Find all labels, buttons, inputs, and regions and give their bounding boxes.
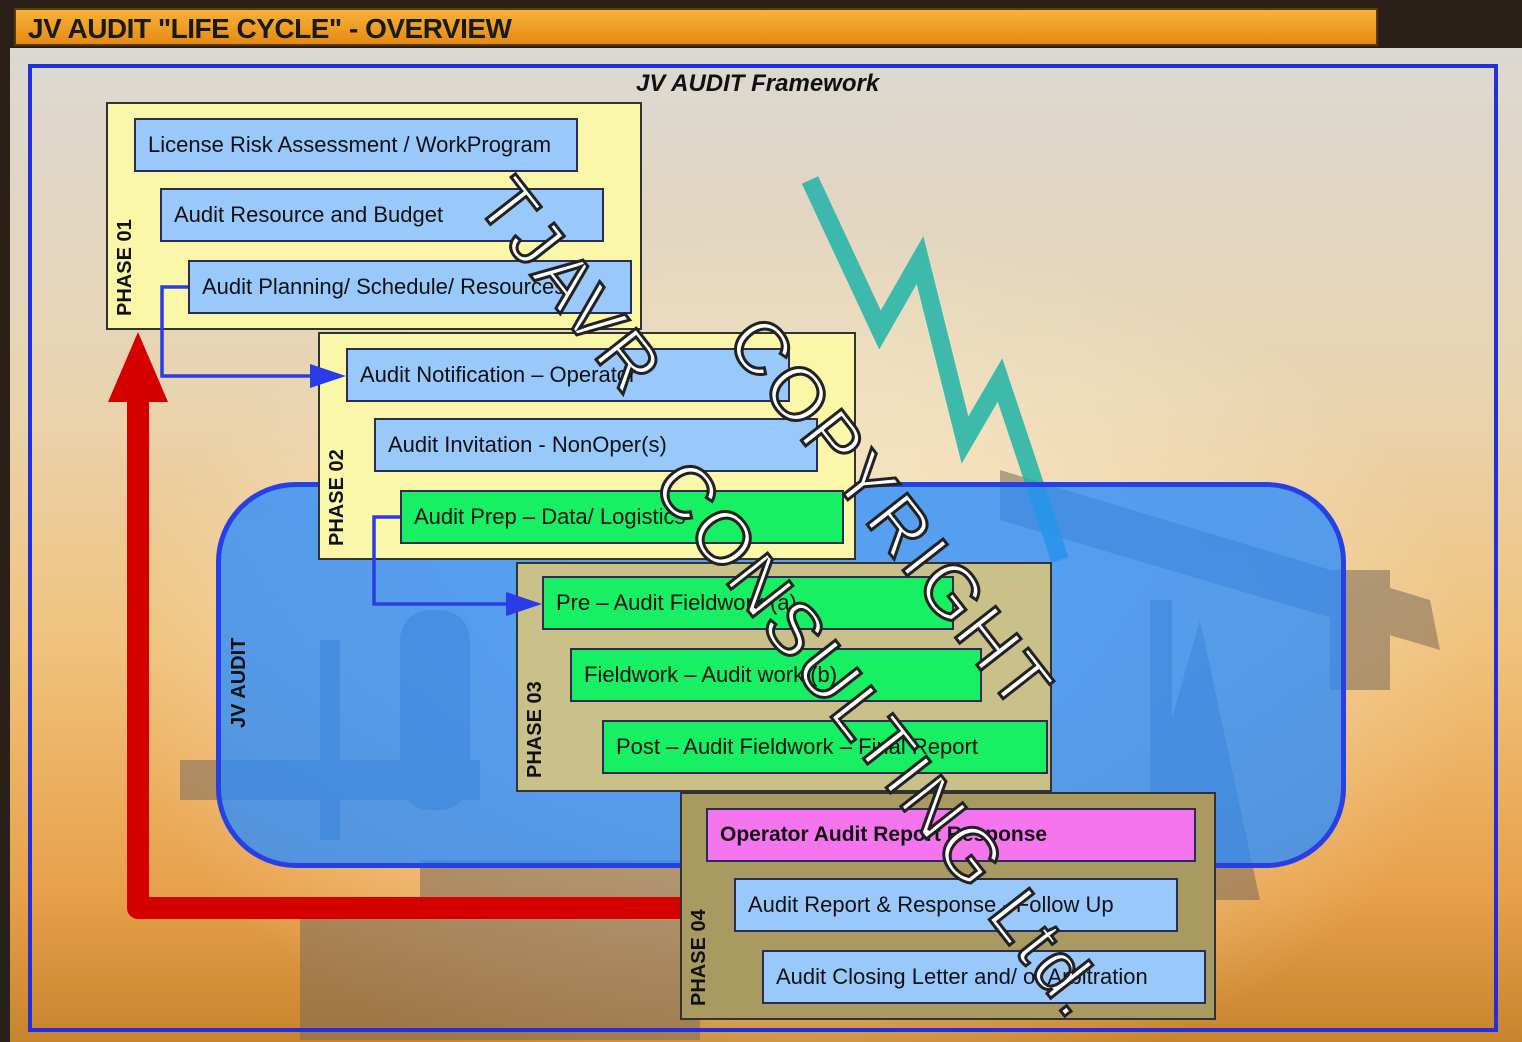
framework-title: JV AUDIT Framework — [636, 70, 880, 97]
phase-01-label: PHASE 01 — [114, 219, 136, 316]
step-audit-closing-letter[interactable]: Audit Closing Letter and/ or Arbitration — [762, 950, 1206, 1004]
step-audit-resource-budget[interactable]: Audit Resource and Budget — [160, 188, 604, 242]
trend-line — [801, 176, 1069, 563]
jv-audit-label: JV AUDIT — [228, 637, 250, 728]
page-title: JV AUDIT "LIFE CYCLE" - OVERVIEW — [28, 13, 512, 44]
step-license-risk-assessment[interactable]: License Risk Assessment / WorkProgram — [134, 118, 578, 172]
step-audit-invitation[interactable]: Audit Invitation - NonOper(s) — [374, 418, 818, 472]
step-audit-report-follow-up[interactable]: Audit Report & Response - Follow Up — [734, 878, 1178, 932]
title-bar: JV AUDIT "LIFE CYCLE" - OVERVIEW — [14, 8, 1378, 46]
step-audit-notification[interactable]: Audit Notification – Operator — [346, 348, 790, 402]
phase-03-label: PHASE 03 — [524, 681, 546, 778]
step-audit-prep[interactable]: Audit Prep – Data/ Logistics — [400, 490, 844, 544]
framework-frame — [28, 64, 1498, 1032]
phase-04-label: PHASE 04 — [688, 909, 710, 1006]
step-operator-audit-report-response[interactable]: Operator Audit Report Response — [706, 808, 1196, 862]
phase-02-label: PHASE 02 — [326, 449, 348, 546]
